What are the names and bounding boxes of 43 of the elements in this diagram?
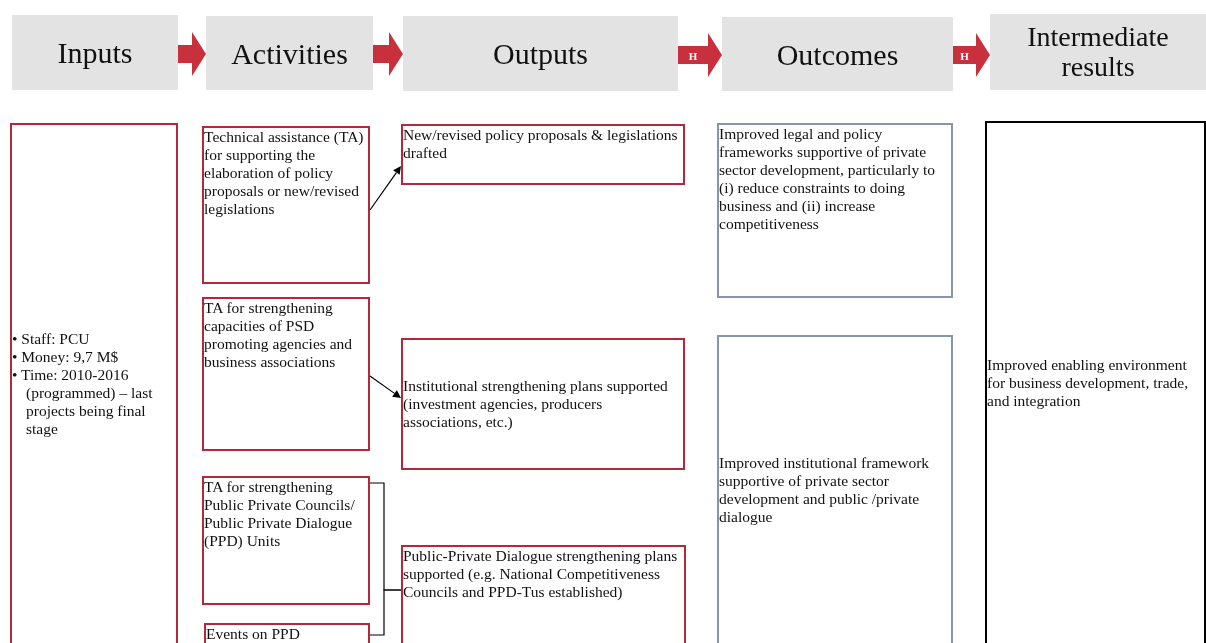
box-text: Events on PPD: [206, 625, 301, 643]
arrow: [369, 166, 401, 211]
stage-header: [990, 14, 1206, 90]
bracket-connector: [369, 589, 402, 636]
activity-box: [204, 623, 370, 643]
edge-label: H: [688, 50, 698, 62]
arrow: [369, 375, 401, 398]
output-box: [401, 338, 685, 470]
header-text: Inputs: [57, 37, 133, 68]
outcome-box: [717, 335, 953, 643]
stage-header: [403, 16, 678, 91]
box-text: TA for strengthening Public Private Councils/ Public Private Dialogue (PPD) Units: [204, 478, 356, 550]
result-box: [985, 121, 1206, 643]
activity-box: [202, 297, 370, 451]
stage-header: [206, 16, 373, 90]
header-text: Outcomes: [776, 38, 899, 70]
stage-header: [12, 15, 178, 90]
bullet-item: • Staff: PCU: [12, 330, 91, 348]
header-text: Outputs: [493, 38, 588, 69]
stage-header: [722, 17, 953, 91]
box-text: TA for strengthening capacities of PSD promoting agencies and business associations: [204, 299, 354, 371]
header-text: Intermediate results: [1026, 22, 1170, 82]
box-text: Improved institutional framework supportive of private sector development and public /private dialogue: [719, 454, 931, 526]
box-text: New/revised policy proposals & legislations drafted: [403, 126, 679, 162]
input-box: [10, 123, 178, 643]
outcome-box: [717, 123, 953, 298]
header-text: Activities: [231, 37, 348, 69]
block-arrow: [678, 33, 722, 77]
edge-label: H: [960, 50, 969, 62]
box-text: Improved enabling environment for business development, trade, and integration: [987, 356, 1189, 410]
bullet-item: • Money: 9,7 M$: [12, 348, 120, 366]
box-text: Public-Private Dialogue strengthening plans supported (e.g. National Competitiveness Councils and PPD-Tus established): [403, 547, 679, 601]
output-box: [401, 124, 685, 185]
block-arrow: [178, 32, 206, 76]
activity-box: [202, 476, 370, 605]
activity-box: [202, 126, 370, 284]
box-text: Institutional strengthening plans supported (investment agencies, producers associations, etc.): [403, 377, 669, 431]
output-box: [401, 545, 686, 643]
block-arrow: [373, 32, 403, 76]
block-arrow: [953, 33, 990, 77]
box-text: Technical assistance (TA) for supporting the elaboration of policy proposals or new/revised legislations: [204, 128, 365, 218]
box-text: Improved legal and policy frameworks supportive of private sector development, particularly to (i) reduce constraints to doing business and (ii) increase competitiveness: [719, 125, 937, 233]
bullet-item: • Time: 2010-2016 (programmed) – last projects being final stage: [12, 366, 154, 438]
